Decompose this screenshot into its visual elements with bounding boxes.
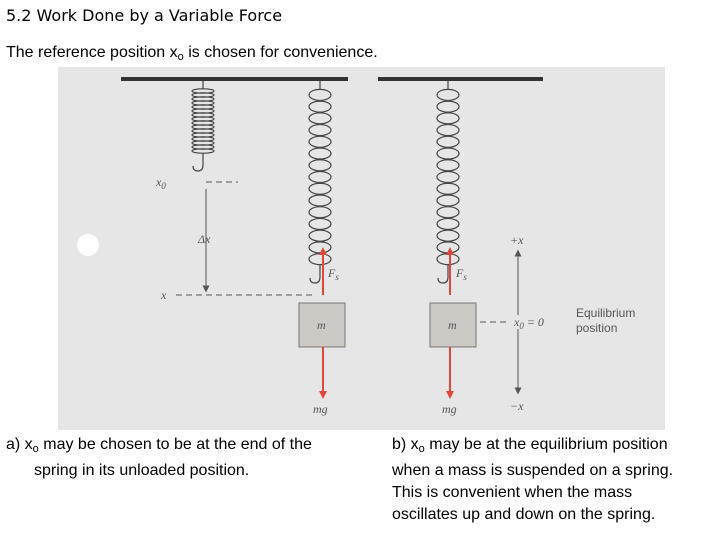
caption-a-line2: spring in its unloaded position.	[34, 462, 250, 479]
slide-title: 5.2 Work Done by a Variable Force	[6, 6, 283, 25]
ceiling-right	[378, 77, 543, 81]
spring-coil	[308, 88, 332, 101]
caption-b-line2: when a mass is suspended on a spring.	[392, 462, 674, 479]
spring-coil	[308, 147, 332, 160]
spring-coil	[436, 147, 460, 160]
spring-coil	[308, 159, 332, 172]
label-x0-left: x0	[155, 175, 166, 191]
label-mg-a: mg	[313, 402, 328, 416]
label-mg-b: mg	[442, 402, 457, 416]
mass-system-b: Fs m mg	[429, 247, 477, 416]
caption-b-prefix: b) x	[392, 436, 419, 453]
spring-coil	[436, 206, 460, 219]
spring-coil	[308, 182, 332, 195]
label-delta-x: Δx	[197, 232, 211, 246]
spring-coil	[436, 182, 460, 195]
spring-coil	[436, 112, 460, 125]
spring-coil	[436, 194, 460, 207]
spring-coil	[436, 100, 460, 113]
spring-coil	[308, 229, 332, 242]
caption-a-line1: may be chosen to be at the end of the	[38, 436, 312, 453]
spring-coil	[308, 112, 332, 125]
spring-coil	[436, 135, 460, 148]
caption-b: b) xo may be at the equilibrium position…	[392, 434, 718, 526]
mass-system-a: Fs m mg	[298, 247, 346, 416]
mass-block-a	[298, 302, 346, 348]
label-fs-a: Fs	[327, 266, 339, 282]
spring-coil	[436, 170, 460, 184]
label-x-left: x	[160, 288, 167, 302]
spring-coil	[436, 88, 460, 101]
spring-coil	[308, 194, 332, 207]
caption-b-subscript: o	[418, 443, 425, 455]
label-equilibrium: Equilibrium	[576, 306, 635, 320]
left-measurements: x0 Δx x	[155, 175, 314, 302]
spring-coil	[436, 159, 460, 172]
ceiling-left	[121, 77, 348, 81]
spring-coil	[308, 253, 332, 266]
intro-subscript: o	[177, 51, 184, 63]
position-axis: +x −x x0 = 0 Equilibrium position	[480, 233, 635, 413]
spring-stretched-a	[308, 81, 332, 284]
spring-coil	[308, 206, 332, 219]
spring-coil	[308, 241, 332, 254]
spring-coil	[308, 100, 332, 113]
caption-a-prefix: a) x	[6, 436, 33, 453]
spring-stretched-b	[436, 81, 460, 284]
spring-coil	[308, 217, 332, 231]
spring-coil	[308, 170, 332, 184]
caption-b-line1: may be at the equilibrium position	[424, 436, 668, 453]
spring-coil	[308, 123, 332, 137]
label-plus-x: +x	[510, 233, 524, 247]
mass-block-b	[429, 302, 477, 348]
label-m-b: m	[448, 318, 457, 332]
caption-b-line3: This is convenient when the mass	[392, 484, 633, 501]
label-minus-x: −x	[510, 399, 524, 413]
label-m-a: m	[317, 318, 326, 332]
caption-b-line4: oscillates up and down on the spring.	[392, 506, 656, 523]
intro-text: The reference position xo is chosen for …	[6, 44, 378, 63]
intro-text-start: The reference position x	[6, 44, 178, 61]
spring-coil	[436, 217, 460, 231]
caption-a-subscript: o	[32, 443, 39, 455]
spring-coil	[308, 135, 332, 148]
spring-coil	[436, 229, 460, 242]
caption-a: a) xo may be chosen to be at the end of …	[6, 434, 376, 482]
intro-text-end: is chosen for convenience.	[183, 44, 378, 61]
label-x0-equals: x0 = 0	[513, 315, 544, 331]
label-fs-b: Fs	[455, 266, 467, 282]
spring-diagram: x0 Δx x Fs m mg Fs m mg	[77, 77, 635, 416]
spring-figure: x0 Δx x Fs m mg Fs m mg	[58, 67, 665, 430]
spring-coil	[436, 241, 460, 254]
decorative-circle	[77, 234, 99, 256]
spring-coil	[436, 253, 460, 266]
spring-coil	[436, 123, 460, 137]
spring-unloaded	[191, 81, 215, 172]
label-position: position	[576, 321, 617, 335]
